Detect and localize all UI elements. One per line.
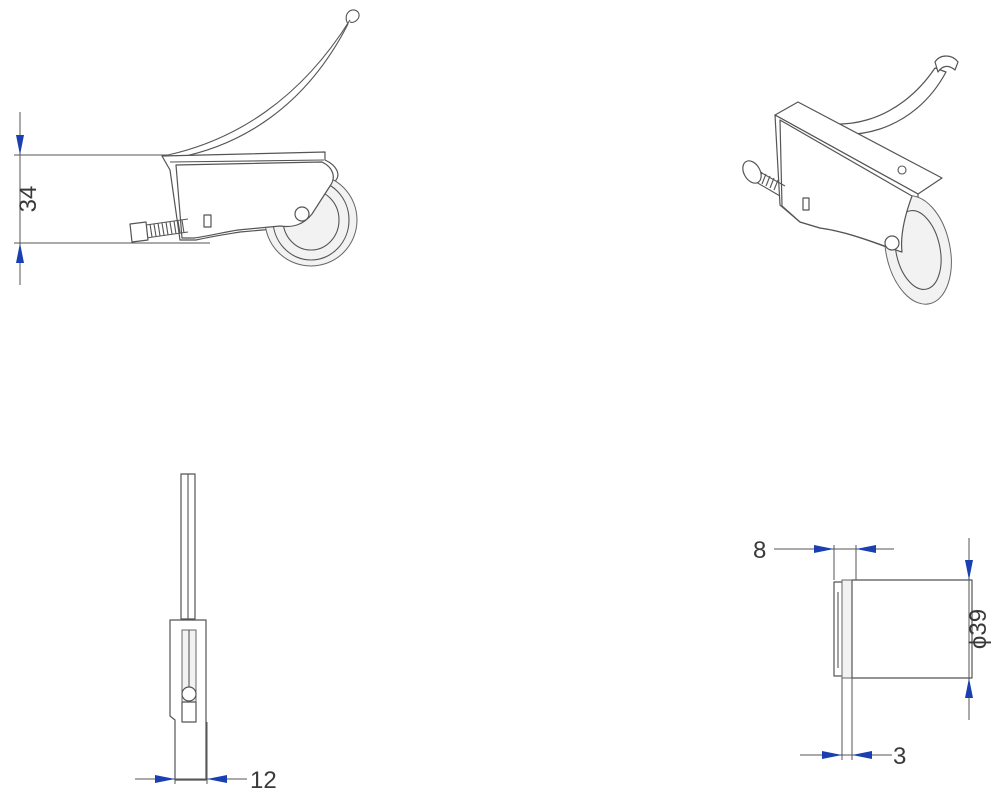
housing-top-edge [169, 159, 325, 163]
adjust-screw-thread [145, 218, 189, 239]
spring-clip-loop [345, 9, 360, 25]
dim-label-diameter: ϕ39 [965, 609, 992, 649]
housing-over-wheel [175, 161, 334, 239]
dim-arrow-right-8 [856, 545, 876, 553]
side-view [129, 9, 360, 267]
dimension-8: 8 [753, 537, 894, 580]
iso-axle-pin [884, 235, 900, 251]
dim-arrow-top [16, 135, 24, 155]
spring-clip-wire [167, 19, 351, 156]
dim-arrow-top-diameter [965, 560, 973, 580]
axle-pin [294, 206, 310, 222]
dim-arrow-right-12 [207, 775, 227, 783]
front-screw [181, 701, 197, 723]
dim-label-12: 12 [250, 767, 277, 794]
front-view [169, 473, 207, 781]
iso-screw-head [742, 160, 762, 184]
dim-arrow-left-3 [822, 751, 842, 759]
iso-spring-end [934, 55, 959, 73]
iso-wheel-inner [894, 210, 942, 290]
front-axle-pin [181, 686, 197, 702]
dim-arrow-bottom [16, 243, 24, 263]
iso-view [742, 55, 959, 305]
dimension-diameter: ϕ39 [965, 538, 992, 720]
dim-arrow-bottom-diameter [965, 678, 973, 698]
adjust-screw-head [129, 221, 149, 243]
dim-arrow-right-3 [852, 751, 872, 759]
dim-label-8: 8 [753, 537, 766, 564]
spring-clip-wire-inner [175, 23, 349, 159]
dim-arrow-left-12 [155, 775, 175, 783]
iso-top-hole [897, 165, 907, 175]
dim-label-34: 34 [15, 186, 42, 213]
dimension-height: 34 [14, 112, 210, 285]
wheel-flange [841, 579, 853, 679]
dim-label-3: 3 [893, 743, 906, 770]
wheel-tread [851, 579, 973, 679]
dimension-3: 3 [800, 678, 906, 770]
wheel-end-view [833, 579, 973, 679]
dim-arrow-left-8 [814, 545, 834, 553]
adjust-slot [203, 214, 212, 228]
dimension-width: 12 [135, 722, 277, 794]
iso-adjust-slot [802, 197, 810, 211]
